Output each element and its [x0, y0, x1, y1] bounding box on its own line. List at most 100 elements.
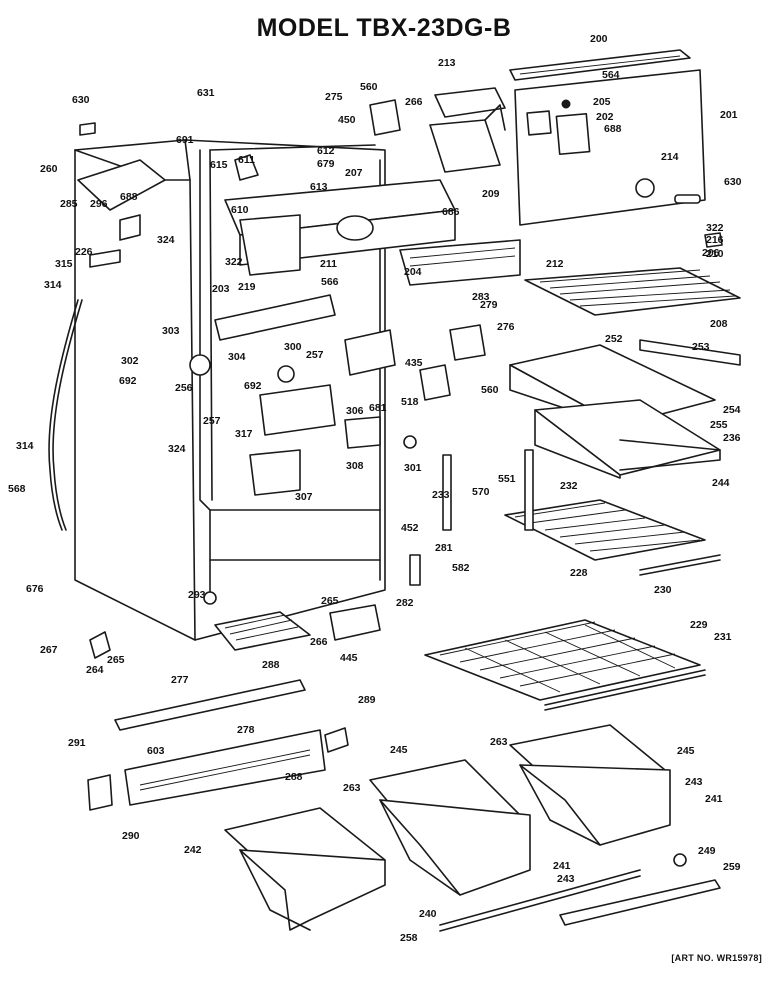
crisper-drawer-middle	[369, 759, 531, 896]
freezer-shelf	[524, 267, 741, 316]
back-panel	[509, 49, 706, 226]
callout-label: 613	[310, 181, 328, 193]
callout-label: 281	[435, 542, 453, 554]
callout-label: 314	[16, 440, 34, 452]
callout-label: 288	[285, 771, 303, 783]
callout-label: 324	[168, 443, 186, 455]
callout-label: 518	[401, 396, 419, 408]
callout-label: 307	[295, 491, 313, 503]
callout-label: 276	[497, 321, 515, 333]
callout-label: 216	[706, 234, 724, 246]
callout-label: 208	[710, 318, 728, 330]
callout-label: 244	[712, 477, 730, 489]
callout-label: 452	[401, 522, 419, 534]
callout-label: 315	[55, 258, 73, 270]
callout-label: 254	[723, 404, 741, 416]
callout-label: 612	[317, 145, 335, 157]
callout-label: 277	[171, 674, 189, 686]
callout-label: 266	[405, 96, 423, 108]
callout-label: 260	[40, 163, 58, 175]
callout-label: 300	[284, 341, 302, 353]
callout-label: 255	[710, 419, 728, 431]
callout-label: 314	[44, 279, 62, 291]
callout-label: 279	[480, 299, 498, 311]
callout-label: 233	[432, 489, 450, 501]
callout-label: 303	[162, 325, 180, 337]
callout-label: 228	[570, 567, 588, 579]
callout-label: 631	[197, 87, 215, 99]
callout-label: 289	[358, 694, 376, 706]
callout-label: 322	[225, 256, 243, 268]
callout-label: 566	[321, 276, 339, 288]
callout-label: 241	[553, 860, 571, 872]
callout-label: 265	[321, 595, 339, 607]
callout-label: 691	[176, 134, 194, 146]
shelf-229	[424, 619, 706, 711]
callout-label: 296	[90, 198, 108, 210]
callout-label: 256	[175, 382, 193, 394]
control-housing	[224, 179, 521, 286]
callout-label: 560	[360, 81, 378, 93]
callout-label: 611	[238, 154, 255, 166]
callout-label: 302	[121, 355, 139, 367]
callout-label: 306	[346, 405, 364, 417]
callout-label: 263	[343, 782, 361, 794]
callout-label: 263	[490, 736, 508, 748]
callout-label: 293	[188, 589, 206, 601]
callout-label: 259	[723, 861, 741, 873]
callout-label: 232	[560, 480, 578, 492]
callout-label: 212	[546, 258, 564, 270]
cabinet-shell	[74, 139, 386, 641]
callout-label: 209	[482, 188, 500, 200]
callout-label: 211	[320, 258, 337, 270]
callout-label: 240	[419, 908, 437, 920]
callout-label: 213	[438, 57, 456, 69]
drain-tube	[48, 299, 83, 531]
callout-label: 210	[706, 248, 724, 260]
callout-label: 445	[340, 652, 358, 664]
callout-label: 290	[122, 830, 140, 842]
callout-label: 301	[404, 462, 422, 474]
callout-label: 249	[698, 845, 716, 857]
callout-label: 202	[596, 111, 614, 123]
callout-label: 570	[472, 486, 490, 498]
callout-label: 245	[390, 744, 408, 756]
callout-label: 676	[26, 583, 44, 595]
crisper-drawer-left	[224, 807, 386, 931]
callout-label: 204	[404, 266, 422, 278]
callout-label: 243	[685, 776, 703, 788]
callout-label: 230	[654, 584, 672, 596]
diagram-title: MODEL TBX-23DG-B	[256, 14, 512, 42]
callout-label: 252	[605, 333, 623, 345]
callout-label: 241	[705, 793, 723, 805]
callout-label: 560	[481, 384, 499, 396]
callout-label: 231	[714, 631, 732, 643]
callout-label: 679	[317, 158, 335, 170]
callout-label: 253	[692, 341, 710, 353]
callout-label: 291	[68, 737, 86, 749]
callout-label: 288	[262, 659, 280, 671]
ice-bin	[429, 87, 506, 173]
callout-label: 435	[405, 357, 423, 369]
callout-label: 264	[86, 664, 104, 676]
callout-label: 615	[210, 159, 228, 171]
callout-label: 203	[212, 283, 230, 295]
callout-label: 257	[306, 349, 324, 361]
callout-label: 308	[346, 460, 364, 472]
callout-label: 582	[452, 562, 470, 574]
callout-label: 243	[557, 873, 575, 885]
callout-label: 285	[60, 198, 78, 210]
callout-label: 245	[677, 745, 695, 757]
callout-label: 688	[604, 123, 622, 135]
callout-label: 317	[235, 428, 253, 440]
callout-label: 304	[228, 351, 246, 363]
callout-label: 688	[120, 191, 138, 203]
callout-label: 610	[231, 204, 249, 216]
lower-trim-parts	[114, 611, 721, 932]
callout-label: 568	[8, 483, 26, 495]
callout-label: 630	[72, 94, 90, 106]
callout-label: 207	[345, 167, 363, 179]
callout-label: 282	[396, 597, 414, 609]
callout-label: 267	[40, 644, 58, 656]
